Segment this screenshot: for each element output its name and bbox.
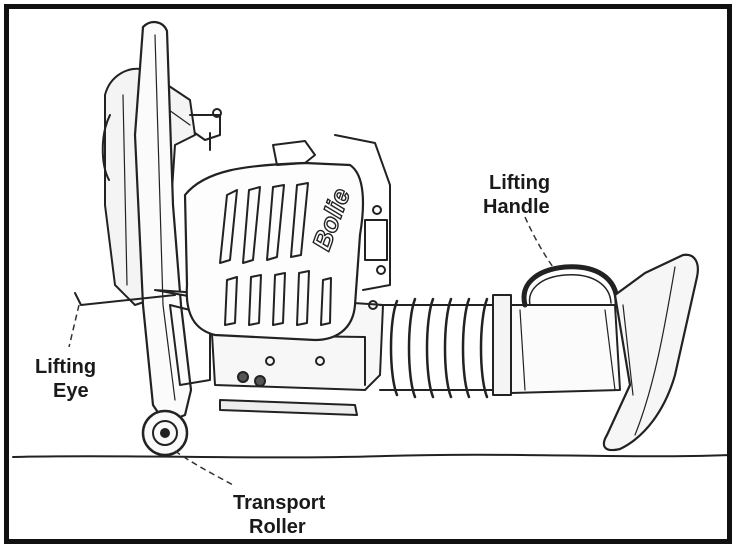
lower-housing: [510, 304, 621, 394]
leader-transport-roller: [174, 450, 234, 486]
bellows: [379, 294, 512, 399]
ground-line: [12, 453, 727, 459]
lifting-handle-loop: [521, 264, 620, 308]
label-lifting-eye: Lifting Eye: [35, 356, 97, 402]
lifting-eye-rod: [74, 292, 176, 306]
label-transport-roller: Transport Roller: [233, 492, 326, 538]
diagram-frame: Bolie Lifting Eye Lifting Handle Transpo…: [4, 4, 732, 544]
ramming-shoe: [602, 253, 699, 452]
motor-cover: [183, 161, 365, 342]
label-lifting-handle: Lifting Handle: [483, 172, 551, 218]
leader-lifting-eye: [68, 304, 80, 348]
leader-lifting-handle: [524, 216, 554, 268]
transport-handle: [133, 21, 193, 425]
machine-drawing: Bolie: [12, 21, 727, 486]
